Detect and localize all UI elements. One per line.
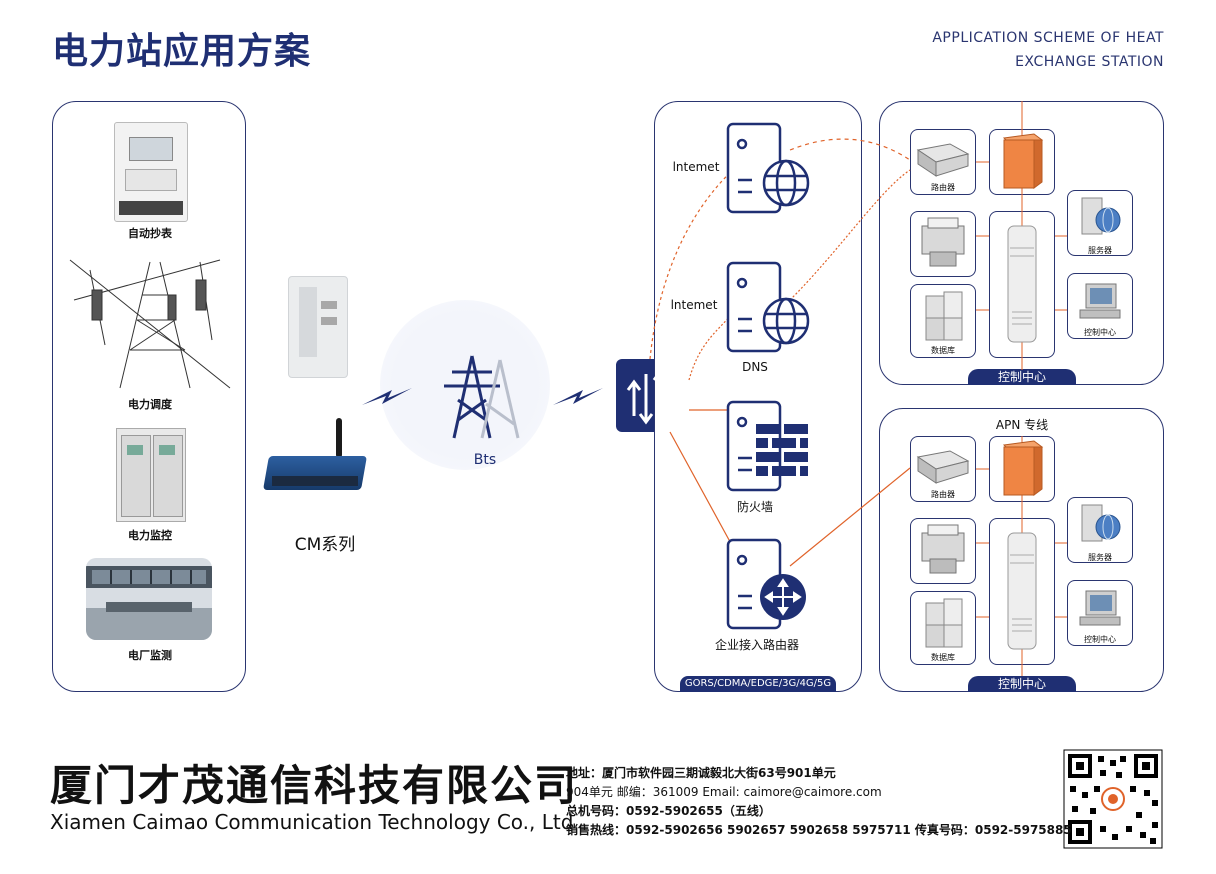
server-icon-top bbox=[1081, 197, 1121, 235]
database-label-bottom: 数据库 bbox=[931, 653, 955, 662]
server-label-bottom: 服务器 bbox=[1088, 553, 1112, 562]
internet-server-icon-2 bbox=[726, 261, 810, 353]
router-device-icon-top bbox=[916, 143, 970, 177]
bts-tower-shadow-icon bbox=[480, 359, 520, 439]
company-name-cn: 厦门才茂通信科技有限公司 bbox=[50, 761, 579, 810]
control-room-image bbox=[86, 558, 212, 640]
bts-label: Bts bbox=[473, 452, 497, 468]
tower-label: 电力调度 bbox=[128, 398, 172, 411]
switch-arrows-icon bbox=[626, 369, 680, 425]
internet-label-1: lntemet bbox=[672, 160, 720, 174]
router-device-icon-bottom bbox=[916, 450, 970, 484]
to-control-center-links bbox=[789, 138, 911, 567]
wireless-bolt-right bbox=[553, 388, 603, 405]
server-label-top: 服务器 bbox=[1088, 246, 1112, 255]
firewall-brick-icon bbox=[756, 424, 808, 476]
page-subtitle-en: APPLICATION SCHEME OF HEAT EXCHANGE STAT… bbox=[904, 26, 1164, 74]
router-label-top: 路由器 bbox=[931, 183, 955, 192]
control-room-label: 电厂监测 bbox=[128, 649, 172, 662]
subtitle-line-2: EXCHANGE STATION bbox=[1015, 54, 1164, 70]
core-switch-icon-bottom bbox=[1007, 532, 1037, 650]
meter-label: 自动抄表 bbox=[128, 227, 172, 240]
firewall-device-icon-top bbox=[1002, 133, 1044, 189]
cm-router-image bbox=[263, 418, 367, 494]
router-label: 企业接入路由器 bbox=[714, 638, 799, 652]
bts-tower-icon bbox=[444, 355, 500, 439]
database-icon-top bbox=[925, 291, 963, 341]
apn-header: APN 专线 bbox=[995, 418, 1049, 432]
meter-image bbox=[114, 122, 188, 222]
server-icon-bottom bbox=[1081, 504, 1121, 542]
network-links bbox=[649, 167, 741, 561]
contact-address: 地址：厦门市软件园三期诚毅北大街63号901单元 bbox=[566, 766, 836, 780]
core-switch-icon-top bbox=[1007, 225, 1037, 343]
control-label-bottom: 控制中心 bbox=[1084, 635, 1116, 644]
page-title: 电力站应用方案 bbox=[52, 31, 312, 72]
database-label-top: 数据库 bbox=[931, 346, 955, 355]
computer-icon-top bbox=[1079, 283, 1121, 319]
network-bottom-tag: GORS/CDMA/EDGE/3G/4G/5G bbox=[680, 676, 836, 692]
qr-code-icon bbox=[1063, 749, 1163, 849]
control-center-bottom-tag: 控制中心 bbox=[968, 676, 1076, 692]
power-tower-image bbox=[69, 259, 231, 389]
contact-info: 地址：厦门市软件园三期诚毅北大街63号901单元 904单元 邮编：361009… bbox=[566, 764, 1072, 840]
internet-label-2: lntemet bbox=[670, 298, 718, 312]
router-circle-icon bbox=[760, 574, 806, 620]
subtitle-line-1: APPLICATION SCHEME OF HEAT bbox=[932, 30, 1164, 46]
contact-sales: 销售热线：0592-5902656 5902657 5902658 597571… bbox=[566, 823, 1072, 837]
printer-icon-bottom bbox=[921, 524, 965, 574]
cabinet-label: 电力监控 bbox=[128, 529, 172, 542]
cabinet-image bbox=[116, 428, 186, 522]
firewall-device-icon-bottom bbox=[1002, 440, 1044, 496]
firewall-label: 防火墙 bbox=[736, 500, 773, 514]
printer-icon-top bbox=[921, 217, 965, 267]
device-series-label: CM系列 bbox=[294, 535, 356, 555]
internet-server-icon-1 bbox=[726, 122, 810, 214]
database-icon-bottom bbox=[925, 598, 963, 648]
computer-icon-bottom bbox=[1079, 590, 1121, 626]
dtu-module-image bbox=[288, 276, 348, 378]
contact-phone: 总机号码：0592-5902655（五线） bbox=[566, 804, 771, 818]
router-label-bottom: 路由器 bbox=[931, 490, 955, 499]
control-label-top: 控制中心 bbox=[1084, 328, 1116, 337]
control-center-top-tag: 控制中心 bbox=[968, 369, 1076, 385]
company-name-en: Xiamen Caimao Communication Technology C… bbox=[50, 810, 574, 834]
dns-label: DNS bbox=[742, 360, 768, 374]
wireless-bolt-left bbox=[362, 388, 412, 405]
contact-email: 904单元 邮编：361009 Email: caimore@caimore.c… bbox=[566, 785, 882, 799]
